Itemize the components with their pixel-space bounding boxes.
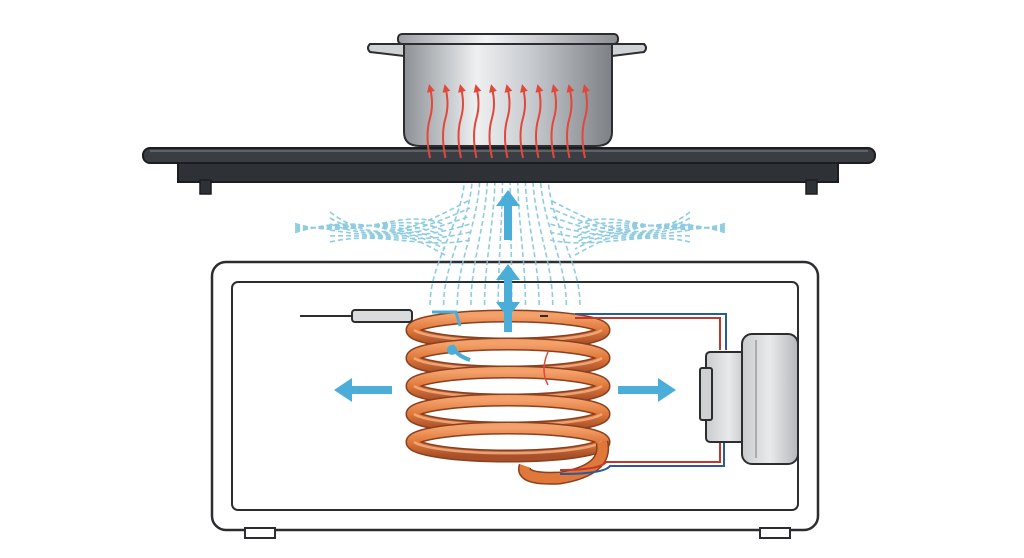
field-line-left <box>294 223 446 256</box>
field-line-vertical <box>470 169 489 306</box>
field-line-right-b <box>549 223 691 237</box>
heat-arrow <box>457 84 466 159</box>
heat-arrow <box>550 84 559 159</box>
field-line-vertical <box>531 169 554 306</box>
coil-tail <box>518 440 610 485</box>
field-line-right-b <box>549 199 691 233</box>
heat-arrow <box>473 84 482 159</box>
heat-arrows <box>426 84 590 159</box>
field-direction-arrows <box>334 190 676 402</box>
field-line-vertical <box>442 169 474 306</box>
field-line-vertical <box>516 169 527 306</box>
arrow-up-icon <box>496 190 520 240</box>
control-module <box>699 333 799 465</box>
heat-arrow <box>581 84 590 159</box>
field-line-vertical <box>456 169 481 306</box>
field-line-vertical <box>497 169 504 306</box>
field-line-right <box>574 223 726 256</box>
field-line-vertical <box>546 169 581 306</box>
field-line-right-b <box>549 215 691 236</box>
field-line-left-b <box>329 223 471 237</box>
arrow-right-icon <box>618 378 676 402</box>
heat-arrow <box>535 84 544 159</box>
field-line-left-b <box>329 199 471 233</box>
field-line-left-b <box>329 231 471 240</box>
heat-arrow <box>504 84 513 159</box>
heat-arrow <box>488 84 497 159</box>
temperature-probe <box>300 309 549 386</box>
field-line-right-b <box>549 237 691 244</box>
field-line-vertical <box>483 169 496 306</box>
arrow-up-icon-2 <box>496 264 520 332</box>
field-line-left-b <box>329 215 471 236</box>
heat-arrow <box>426 84 435 159</box>
heat-arrow <box>566 84 575 159</box>
field-line-vertical <box>429 169 466 306</box>
field-line-vertical <box>539 169 568 306</box>
heat-arrow <box>442 84 451 159</box>
cooktop-glass <box>142 147 876 195</box>
field-line-right-b <box>549 231 691 240</box>
arrow-down-icon <box>496 302 520 318</box>
field-line-left-b <box>329 237 471 244</box>
field-line-vertical <box>524 169 540 306</box>
heat-arrow <box>519 84 528 159</box>
field-line-right <box>574 224 726 250</box>
arrow-left-icon <box>334 378 392 402</box>
field-line-left <box>294 224 446 250</box>
